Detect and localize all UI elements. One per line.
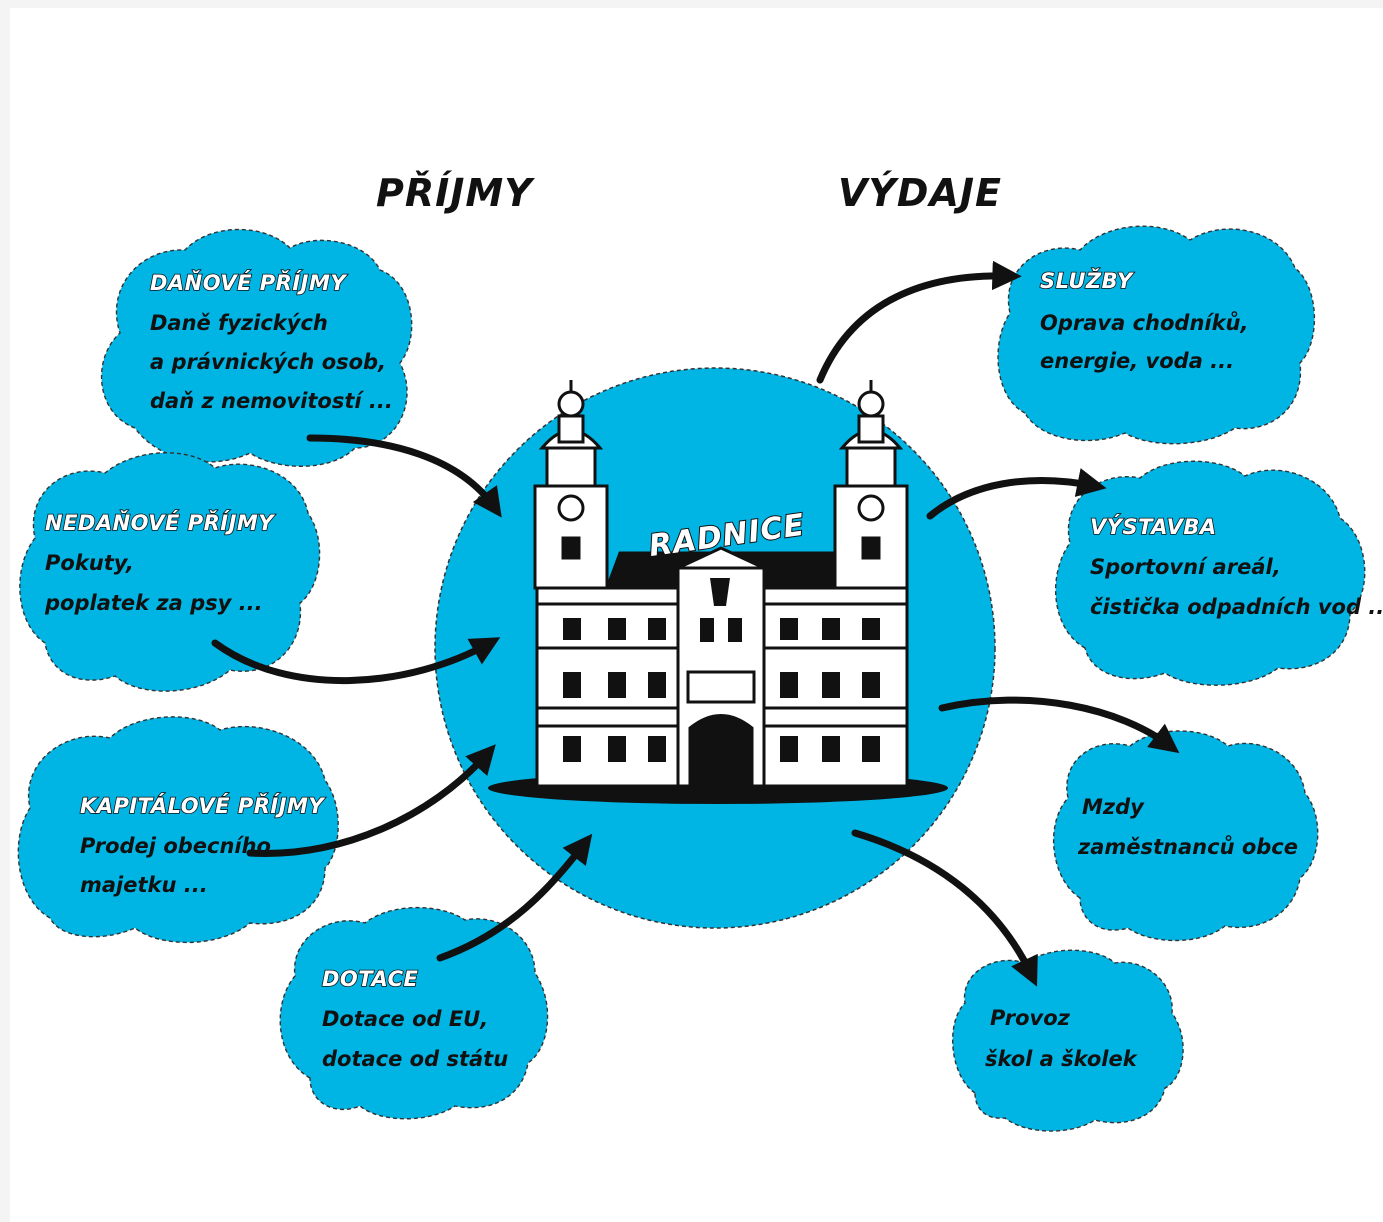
capital-income-line-1: Prodej obecního xyxy=(80,834,271,858)
heading-expenses: VÝDAJE xyxy=(838,171,1002,215)
cloud-services: SLUŽBY Oprava chodníků, energie, voda ..… xyxy=(997,225,1316,445)
subsidies-title: DOTACE xyxy=(322,967,418,991)
construction-line-1: Sportovní areál, xyxy=(1090,555,1281,579)
arrow-tax-income xyxy=(306,434,502,518)
nontax-income-line-1: Pokuty, xyxy=(45,551,134,575)
schools-line-2: škol a školek xyxy=(985,1047,1139,1071)
arrow-capital-income xyxy=(246,744,496,857)
services-title: SLUŽBY xyxy=(1040,268,1134,293)
town-hall-icon xyxy=(488,380,948,804)
nontax-income-title: NEDAŇOVÉ PŘÍJMY xyxy=(45,510,275,535)
services-line-1: Oprava chodníků, xyxy=(1040,310,1248,335)
wages-line-1: Mzdy xyxy=(1082,795,1145,819)
budget-diagram: PŘÍJMY VÝDAJE xyxy=(17,171,1383,1132)
construction-line-2: čistička odpadních vod ... xyxy=(1090,595,1383,619)
cloud-schools: Provoz škol a školek xyxy=(952,949,1184,1132)
expense-arrows xyxy=(816,260,1180,987)
diagram-frame: PŘÍJMY VÝDAJE xyxy=(10,8,1383,1222)
cloud-capital-income: KAPITÁLOVÉ PŘÍJMY Prodej obecního majetk… xyxy=(17,716,339,944)
arrow-services xyxy=(816,260,1022,384)
arrow-nontax-income xyxy=(211,637,501,684)
cloud-wages: Mzdy zaměstnanců obce xyxy=(1052,730,1319,942)
subsidies-line-1: Dotace od EU, xyxy=(322,1007,488,1031)
heading-income: PŘÍJMY xyxy=(376,171,535,215)
arrow-construction xyxy=(926,468,1107,520)
arrow-wages xyxy=(938,696,1180,754)
tax-income-title: DAŇOVÉ PŘÍJMY xyxy=(150,270,347,295)
construction-title: VÝSTAVBA xyxy=(1090,514,1217,539)
tax-income-line-2: a právnických osob, xyxy=(150,350,386,374)
subsidies-line-2: dotace od státu xyxy=(322,1047,508,1071)
wages-line-2: zaměstnanců obce xyxy=(1077,834,1298,859)
schools-line-1: Provoz xyxy=(990,1006,1071,1030)
services-line-2: energie, voda ... xyxy=(1040,349,1234,373)
income-arrows xyxy=(211,434,593,962)
tax-income-line-3: daň z nemovitostí ... xyxy=(150,389,393,413)
capital-income-title: KAPITÁLOVÉ PŘÍJMY xyxy=(80,793,325,818)
arrow-subsidies xyxy=(436,833,593,962)
cloud-nontax-income: NEDAŇOVÉ PŘÍJMY Pokuty, poplatek za psy … xyxy=(19,452,321,692)
tax-income-line-1: Daně fyzických xyxy=(150,311,328,335)
cloud-subsidies: DOTACE Dotace od EU, dotace od státu xyxy=(279,906,549,1120)
nontax-income-line-2: poplatek za psy ... xyxy=(44,591,263,615)
cloud-tax-income: DAŇOVÉ PŘÍJMY Daně fyzických a právnický… xyxy=(100,228,413,467)
arrow-schools xyxy=(851,829,1038,987)
capital-income-line-2: majetku ... xyxy=(80,873,208,897)
cloud-construction: VÝSTAVBA Sportovní areál, čistička odpad… xyxy=(1054,460,1383,686)
